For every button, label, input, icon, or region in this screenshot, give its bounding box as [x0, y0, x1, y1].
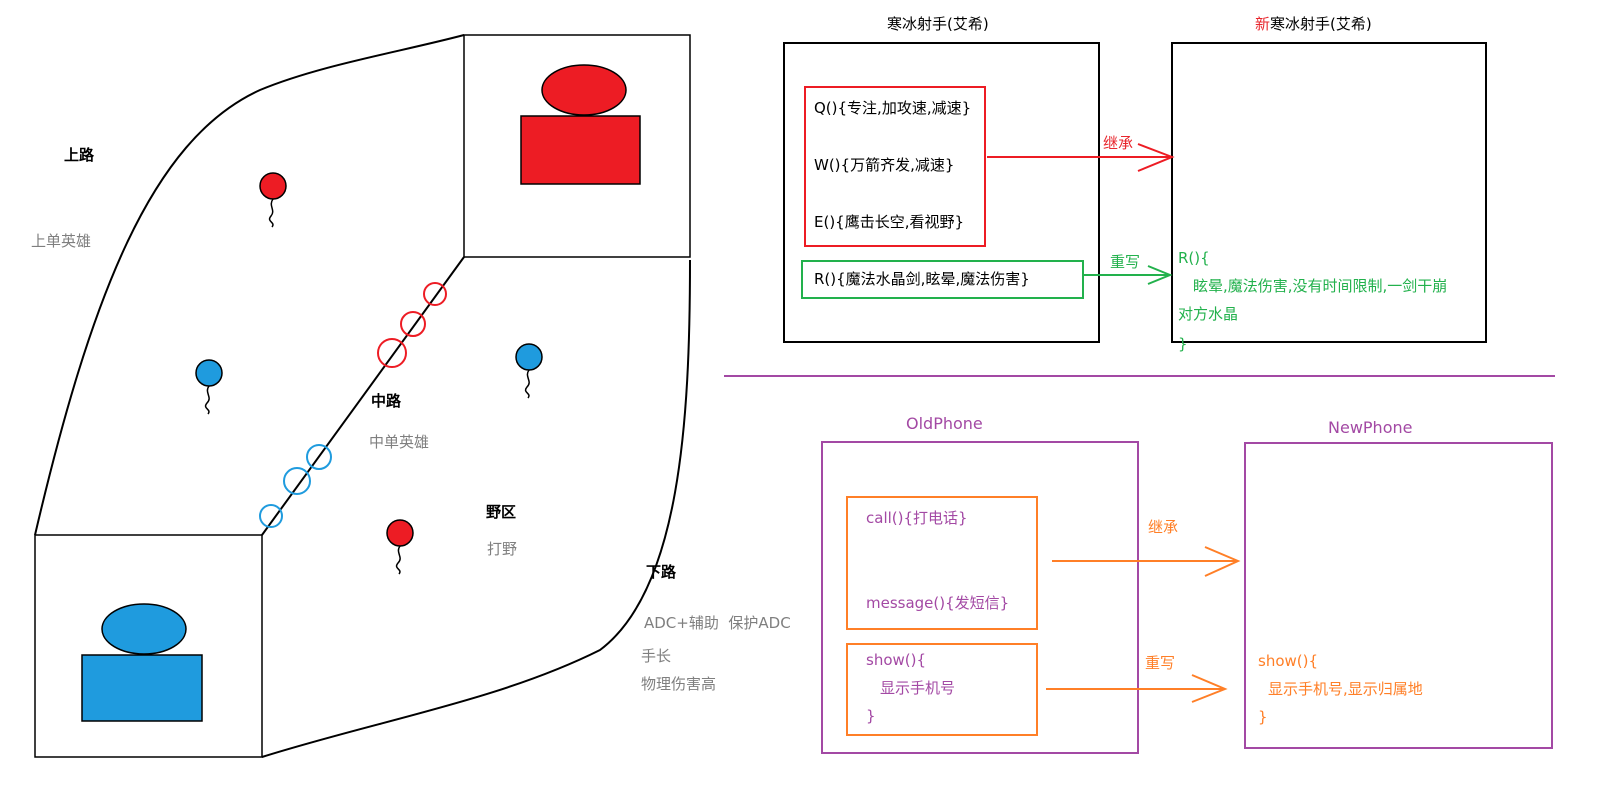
top-hero-label: 上单英雄: [31, 232, 92, 250]
blue-tower-marker: [283, 467, 311, 495]
ashe-diagram: [783, 42, 1487, 343]
blue-crystal-head: [101, 603, 187, 655]
show-line: show(){: [866, 651, 927, 669]
inherit-arrowhead: [1137, 143, 1175, 172]
inherit-arrowhead: [1204, 546, 1241, 577]
top-lane-label: 上路: [64, 146, 95, 164]
inherited-skills-box: [804, 86, 986, 247]
hero-marker-red-jungle: [386, 519, 414, 575]
map-outline-top-left: [34, 34, 465, 536]
bottom-lane-label: 下路: [646, 563, 677, 581]
newphone-class-box: [1244, 442, 1553, 749]
show-line: }: [866, 707, 876, 725]
new-show-line: 显示手机号,显示归属地: [1268, 680, 1423, 698]
blue-tower-marker: [259, 504, 283, 528]
overridden-skill-box: [801, 260, 1084, 299]
new-ashe-title-text: 寒冰射手(艾希): [1270, 15, 1372, 33]
inherited-methods-box: [846, 496, 1038, 630]
skill-e: E(){鹰击长空,看视野}: [814, 213, 965, 231]
new-prefix: 新: [1255, 15, 1271, 33]
red-crystal-head: [541, 64, 627, 116]
new-r-line: }: [1178, 335, 1188, 353]
bottom-desc-line: 物理伤害高: [641, 675, 717, 693]
newphone-title: NewPhone: [1328, 418, 1413, 437]
phone-diagram: [821, 441, 1553, 754]
jungle-label: 野区: [486, 503, 517, 521]
red-crystal-body: [520, 115, 641, 185]
skill-w: W(){万箭齐发,减速}: [814, 156, 955, 174]
blue-tower-marker: [306, 444, 332, 470]
mid-hero-label: 中单英雄: [369, 433, 430, 451]
method-message: message(){发短信}: [866, 594, 1010, 612]
skill-q: Q(){专注,加攻速,减速}: [814, 99, 972, 117]
new-show-line: }: [1258, 708, 1268, 726]
hero-marker-red-top: [259, 172, 287, 228]
oldphone-title: OldPhone: [906, 414, 983, 433]
red-tower-marker: [377, 338, 407, 368]
map-outline-bottom-right: [261, 259, 691, 758]
inherit-label: 继承: [1103, 134, 1134, 152]
override-arrowhead: [1191, 674, 1228, 703]
bottom-desc-line: ADC+辅助 保护ADC: [644, 614, 791, 632]
red-base-frame: [463, 34, 691, 258]
inherit-label: 继承: [1148, 518, 1179, 536]
jungle-role-label: 打野: [487, 540, 518, 558]
new-show-line: show(){: [1258, 652, 1319, 670]
override-label: 重写: [1145, 654, 1176, 672]
blue-base-frame: [34, 534, 263, 758]
new-ashe-title: 新寒冰射手(艾希): [1255, 15, 1372, 33]
skill-r: R(){魔法水晶剑,眩晕,魔法伤害}: [814, 270, 1030, 288]
oldphone-class-box: [821, 441, 1139, 754]
old-ashe-title: 寒冰射手(艾希): [887, 15, 989, 33]
hero-marker-blue-left: [195, 359, 223, 415]
override-arrowhead: [1147, 265, 1173, 285]
red-tower-marker: [423, 282, 447, 306]
lol-map: [34, 34, 691, 758]
new-r-line: 眩晕,魔法伤害,没有时间限制,一剑干崩: [1193, 277, 1448, 295]
bottom-desc-line: 手长: [641, 647, 672, 665]
new-r-line: R(){: [1178, 249, 1210, 267]
overridden-method-box: [846, 643, 1038, 736]
method-call: call(){打电话}: [866, 509, 968, 527]
blue-crystal-body: [81, 654, 203, 722]
mid-lane-label: 中路: [371, 392, 402, 410]
red-tower-marker: [400, 311, 426, 337]
new-r-line: 对方水晶: [1178, 305, 1239, 323]
old-ashe-class-box: [783, 42, 1100, 343]
hero-marker-blue-right: [515, 343, 543, 399]
show-line: 显示手机号: [880, 679, 956, 697]
override-label: 重写: [1110, 253, 1141, 271]
new-ashe-class-box: [1171, 42, 1487, 343]
